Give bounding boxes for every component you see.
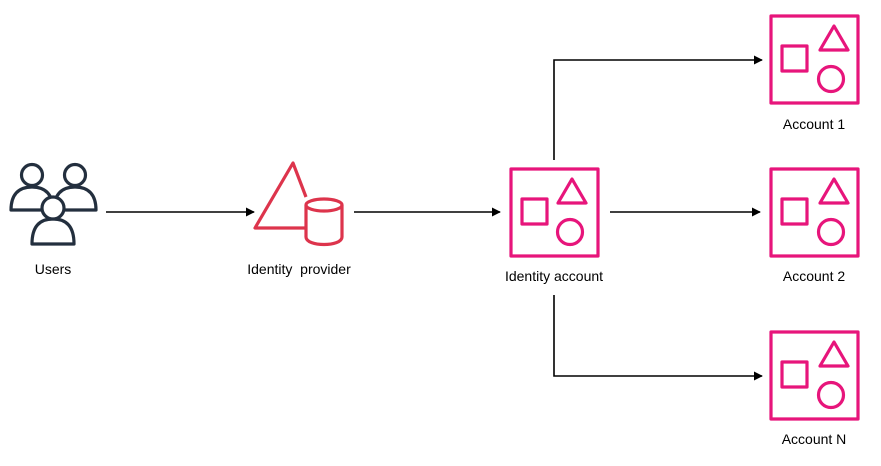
account-icon-n: [769, 330, 860, 421]
account-1-label: Account 1: [782, 116, 846, 132]
identity-account-label: Identity account: [504, 268, 604, 284]
account-icon-1: [769, 14, 860, 105]
account-2-label: Account 2: [782, 268, 846, 284]
edge-identity-account-to-account-1: [553, 55, 763, 160]
users-label: Users: [34, 261, 72, 277]
identity-provider-label: Identity provider: [247, 261, 351, 277]
account-icon-2: [769, 167, 860, 258]
edge-identity-account-to-account-n: [553, 295, 763, 381]
users-icon: [9, 162, 98, 246]
account-n-label: Account N: [781, 431, 847, 447]
identity-provider-icon: [253, 161, 344, 247]
account-icon-identity: [509, 167, 600, 258]
connectors: [106, 55, 763, 381]
